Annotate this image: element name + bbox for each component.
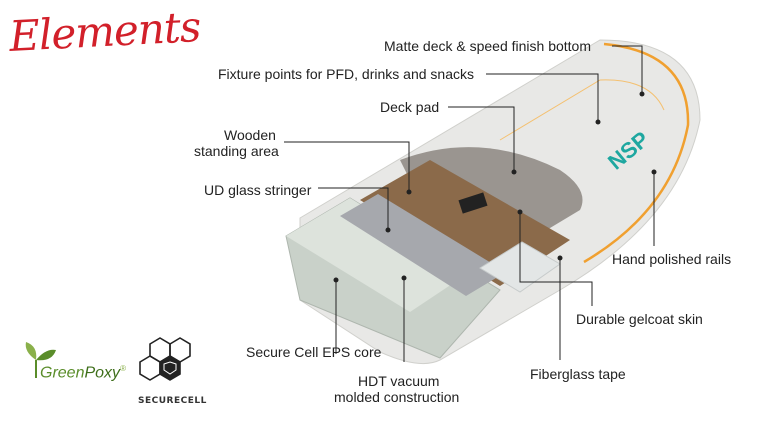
securecell-logo: SECURECELL <box>138 396 207 406</box>
stringer <box>340 194 506 296</box>
leader-dot-hdt <box>401 275 407 281</box>
leader-dot-ud <box>385 227 391 233</box>
board-rail-inner <box>499 79 665 141</box>
leader-dot-matte <box>639 91 645 97</box>
leader-dot-fixture <box>595 119 601 125</box>
leader-dot-gelcoat <box>517 209 523 215</box>
leader-dot-wooden <box>406 189 412 195</box>
label-fixture-points: Fixture points for PFD, drinks and snack… <box>218 66 474 82</box>
label-wooden-line1: Wooden <box>224 127 276 143</box>
leader-dot-eps <box>333 277 339 283</box>
label-matte-deck: Matte deck & speed finish bottom <box>384 38 591 54</box>
securecell-hexagon-icon <box>139 337 191 381</box>
label-eps-core: Secure Cell EPS core <box>246 344 382 360</box>
label-hand-polished-rails: Hand polished rails <box>612 251 732 267</box>
leader-dot-rails <box>651 169 657 175</box>
label-deck-pad: Deck pad <box>380 99 440 115</box>
label-hdt-line1: HDT vacuum <box>358 373 440 389</box>
label-hdt-line2: molded construction <box>334 389 460 405</box>
board-rail <box>583 42 690 264</box>
leader-fixture <box>486 73 599 122</box>
label-gelcoat-skin: Durable gelcoat skin <box>576 311 703 327</box>
eps-core-top <box>286 198 470 312</box>
leader-gelcoat <box>519 212 593 306</box>
greenpoxy-registered: ® <box>120 364 126 373</box>
greenpoxy-green-text: Green <box>40 364 85 382</box>
greenpoxy-poxy-text: Poxy <box>84 364 121 382</box>
leader-dots <box>333 91 657 283</box>
leader-ud <box>318 187 389 230</box>
leader-dot-deckpad <box>511 169 517 175</box>
leader-deckpad <box>448 106 515 172</box>
leader-matte <box>612 45 643 94</box>
greenpoxy-sprout-icon <box>25 342 56 378</box>
leader-wooden <box>284 141 410 192</box>
label-fiberglass-tape: Fiberglass tape <box>530 366 626 382</box>
label-wooden-line2: standing area <box>194 143 279 159</box>
fixture-box <box>458 192 488 214</box>
leader-dot-fiber <box>557 255 563 261</box>
leader-lines <box>284 45 655 362</box>
label-ud-stringer: UD glass stringer <box>204 182 312 198</box>
page-title: Elements <box>8 1 202 61</box>
greenpoxy-logo: GreenPoxy® <box>40 364 126 382</box>
